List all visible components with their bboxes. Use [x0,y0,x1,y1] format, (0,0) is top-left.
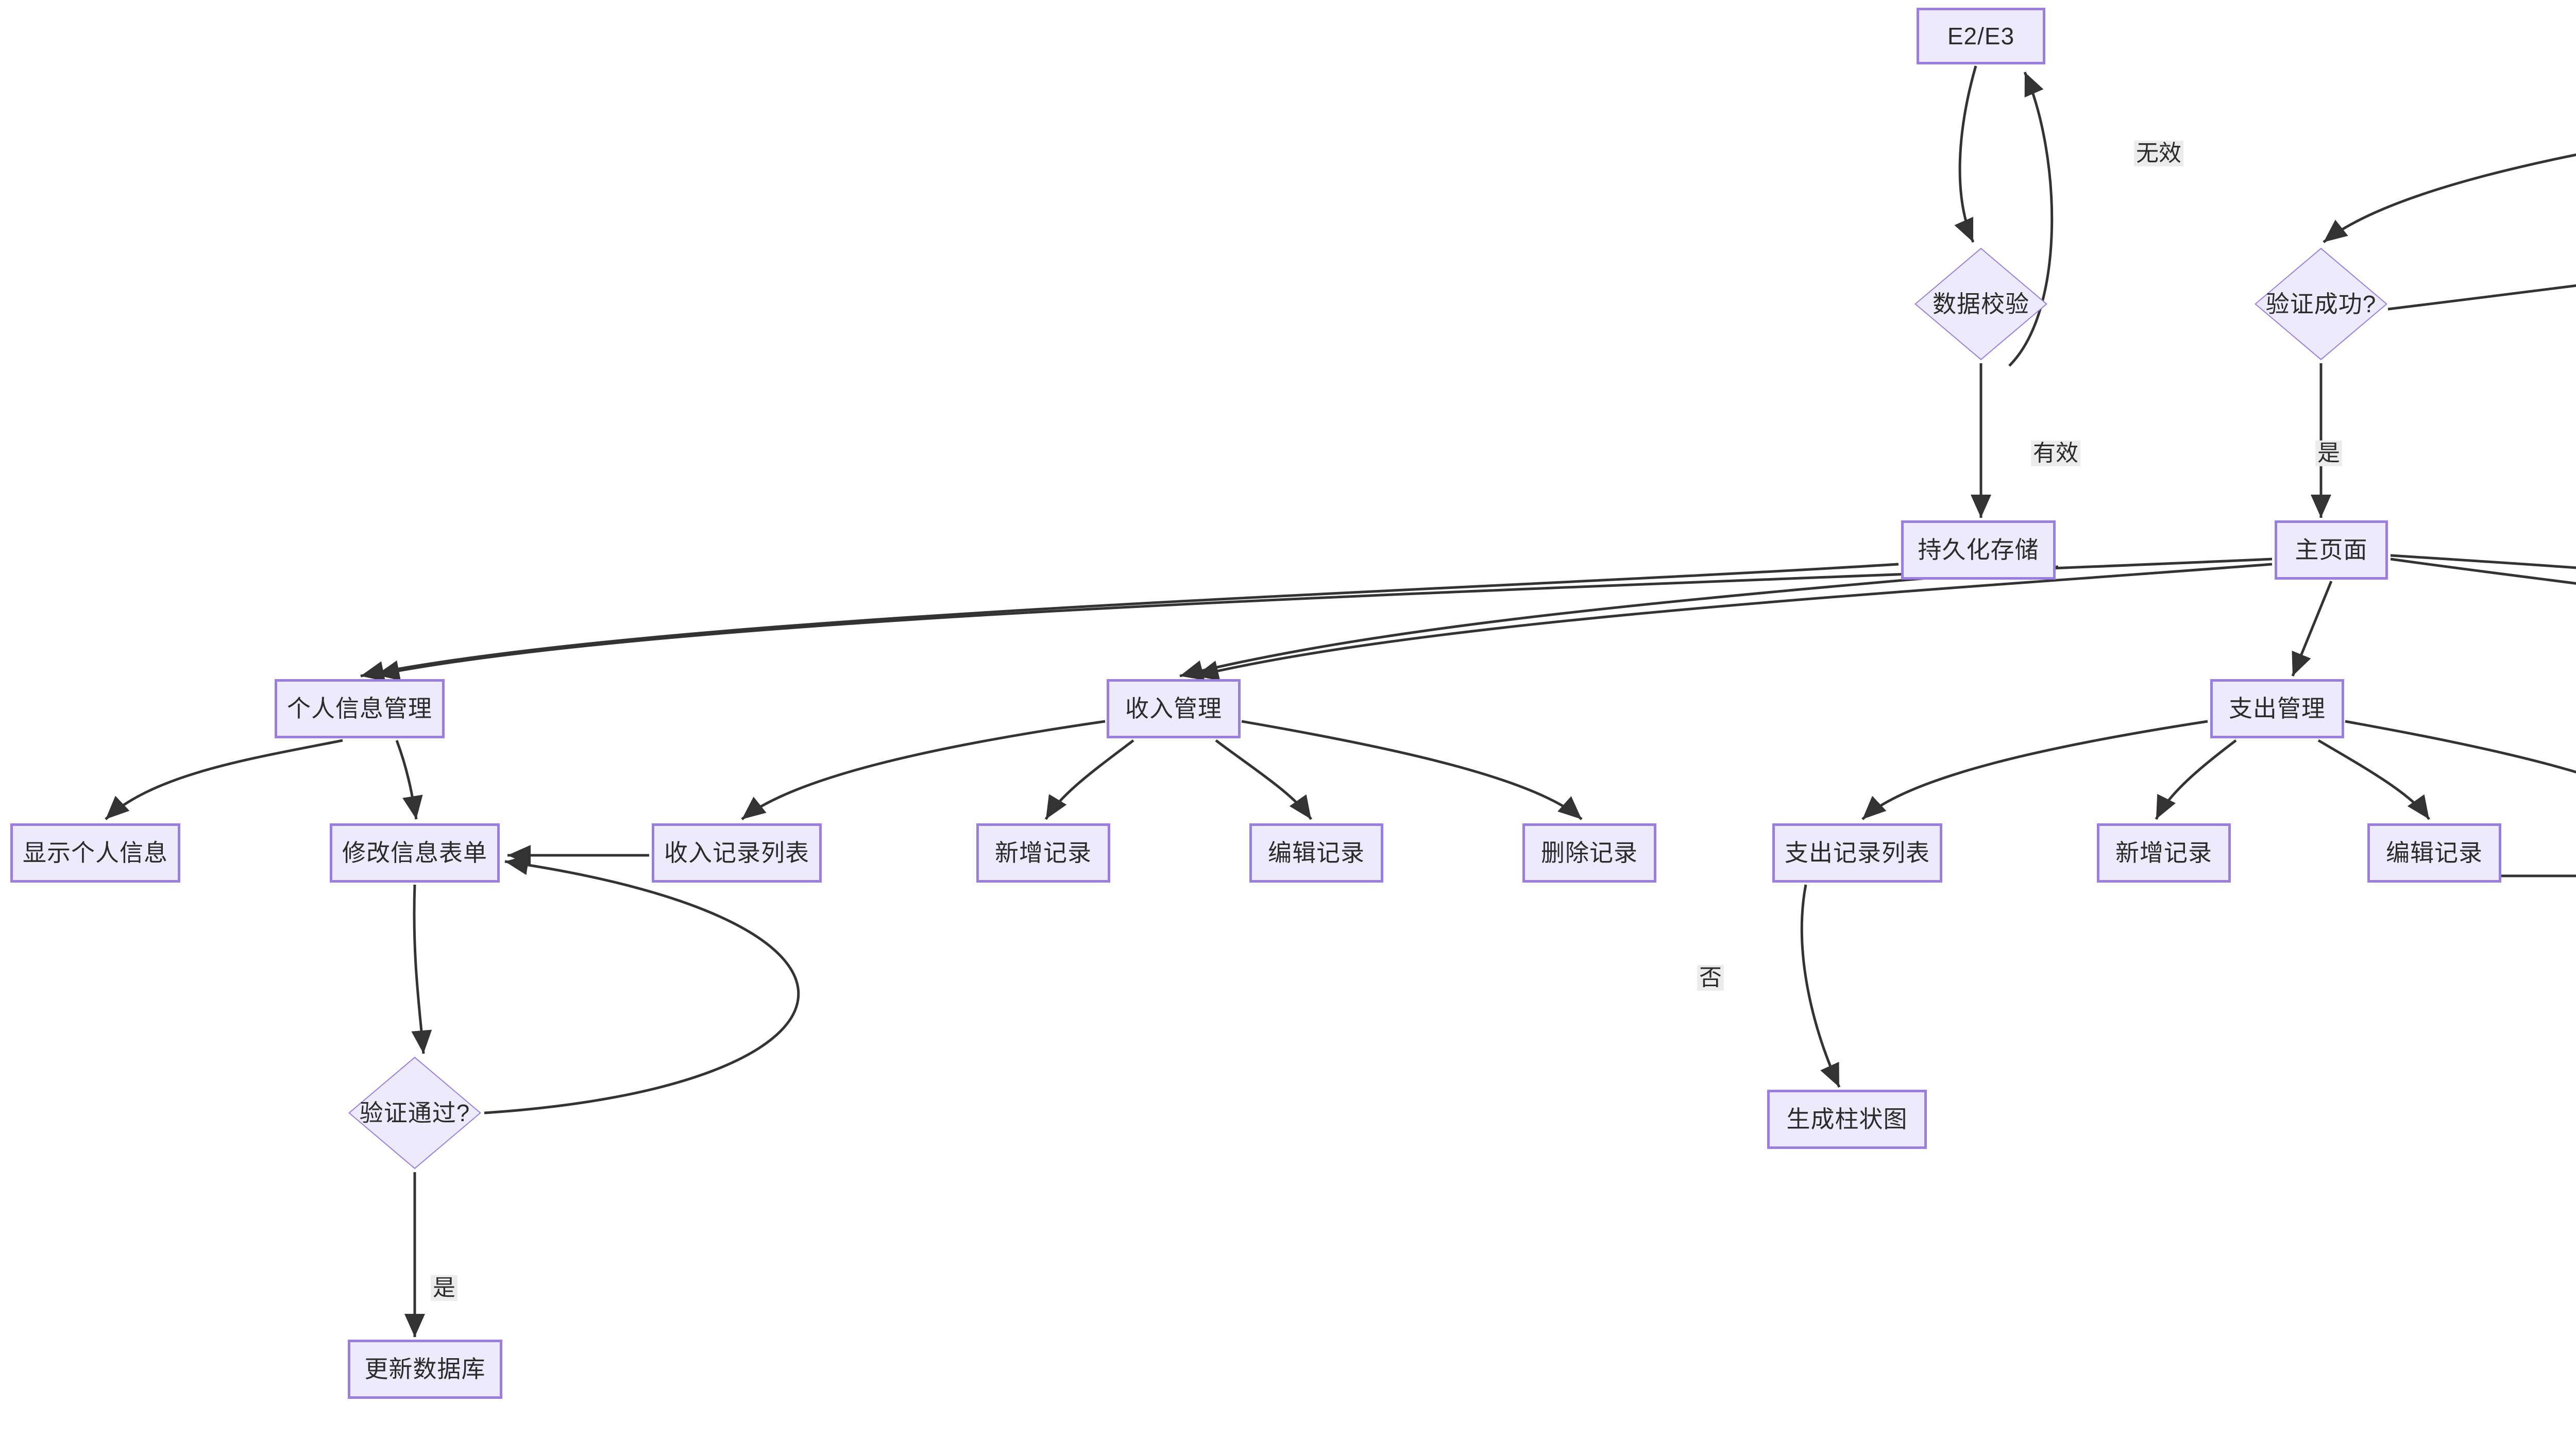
edge-home-to-income [1195,563,2273,681]
node-gen_bar[interactable]: 生成柱状图 [1767,1090,1927,1149]
edge-home-to-logout [2390,554,2576,569]
edge-label: 有效 [2031,440,2080,467]
node-label: E2/E3 [1947,22,2015,49]
node-income_mgr[interactable]: 收入管理 [1107,679,1241,738]
node-persist_e[interactable]: 持久化存储 [1901,520,2056,580]
node-update_db[interactable]: 更新数据库 [348,1340,502,1399]
diamond-shape [1914,247,2048,361]
node-expense_list[interactable]: 支出记录列表 [1772,823,1942,883]
edge-expense-to-edel [2345,720,2576,774]
node-label: 修改信息表单 [342,839,487,867]
node-expense_mgr[interactable]: 支出管理 [2210,679,2344,738]
node-label: 编辑记录 [1268,839,1365,867]
edge-income-to-edit [1215,739,1313,820]
edge-login-to-authok [2323,153,2576,243]
edge-label: 无效 [2134,140,2183,167]
node-label: 验证成功? [2265,290,2377,317]
node-expense_add[interactable]: 新增记录 [2097,823,2231,883]
node-label: 删除记录 [1541,839,1638,867]
node-income_list[interactable]: 收入记录列表 [652,823,822,883]
node-label: 支出记录列表 [1785,839,1930,867]
edge-label: 否 [1697,965,1724,991]
node-income_del[interactable]: 删除记录 [1522,823,1656,883]
edge-expense-to-add [2155,739,2237,820]
edge-editform-to-verify [411,884,432,1054]
node-label: 编辑记录 [2386,839,2483,867]
node-label: 验证通过? [359,1099,470,1126]
diamond-shape [348,1056,482,1170]
node-profile_mgr[interactable]: 个人信息管理 [275,679,445,738]
node-label: 生成柱状图 [1786,1106,1908,1133]
diamond-shape [2254,247,2388,361]
node-label: 收入记录列表 [664,839,809,867]
node-label: 收入管理 [1125,695,1222,722]
edge-expense-to-list [1861,720,2208,820]
node-label: 数据校验 [1933,290,2029,317]
node-auth_ok[interactable]: 验证成功? [2254,247,2388,361]
edge-label: 是 [2315,440,2342,467]
node-label: 更新数据库 [364,1356,486,1383]
edge-authok-to-login [2387,284,2576,311]
node-expense_edit[interactable]: 编辑记录 [2367,823,2501,883]
node-e2e3[interactable]: E2/E3 [1917,8,2045,64]
node-income_edit[interactable]: 编辑记录 [1249,823,1383,883]
edge-home-to-expense [2291,581,2333,677]
edge-expense-to-eedit [2317,739,2431,820]
edge-profile-to-show [105,739,343,820]
edge-income-to-del [1241,720,1583,820]
edge-persist-to-income [1179,565,2059,681]
node-label: 新增记录 [2115,839,2212,867]
edge-e2e3-to-validate-e [1954,65,1977,243]
node-label: 个人信息管理 [287,695,432,722]
node-home[interactable]: 主页面 [2275,520,2388,580]
edge-home-to-stats [2390,557,2576,585]
node-label: 支出管理 [2229,695,2326,722]
node-label: 新增记录 [995,839,1092,867]
edge-expenselist-to-genbar [1800,884,1841,1088]
node-label: 显示个人信息 [23,839,168,867]
node-income_add[interactable]: 新增记录 [976,823,1110,883]
edge-income-to-list [741,720,1106,820]
node-validate_e[interactable]: 数据校验 [1914,247,2048,361]
node-show_profile[interactable]: 显示个人信息 [10,823,180,883]
edge-profile-to-editform [395,740,423,820]
edge-label: 是 [431,1275,457,1301]
node-verify_pass[interactable]: 验证通过? [348,1056,482,1170]
edge-income-to-add [1044,739,1134,820]
edge-persist-to-profile [360,563,1899,682]
edge-verify-to-editform [484,854,800,1114]
node-edit_form[interactable]: 修改信息表单 [330,823,500,883]
node-label: 持久化存储 [1918,536,2039,564]
node-label: 主页面 [2295,536,2368,564]
